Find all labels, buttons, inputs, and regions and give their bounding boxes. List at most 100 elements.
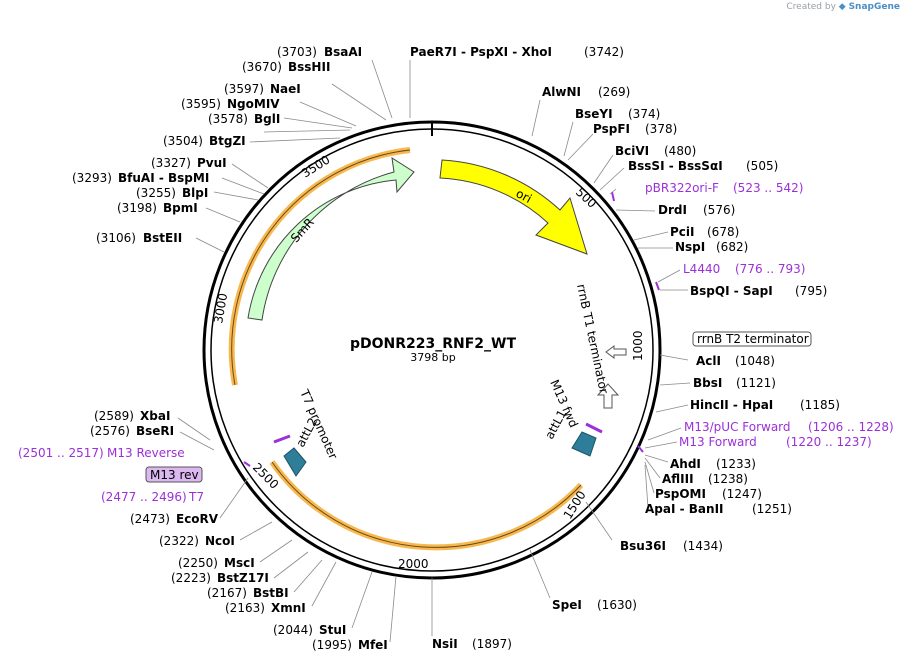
label-btgzi[interactable]: (3504)BtgZI bbox=[163, 134, 246, 148]
label-bstz17i[interactable]: (2223)BstZ17I bbox=[171, 571, 269, 585]
label-nspi[interactable]: NspI(682) bbox=[675, 240, 748, 254]
label-bsaai[interactable]: (3703)BsaAI bbox=[277, 45, 362, 59]
label-paer7i[interactable]: PaeR7I - PspXI - XhoI (3742) bbox=[410, 45, 624, 59]
rrnb-t2-arrow[interactable] bbox=[605, 345, 627, 359]
label-bpmi[interactable]: (3198)BpmI bbox=[117, 201, 198, 215]
label-bfuai[interactable]: (3293)BfuAI - BspMI bbox=[72, 171, 209, 185]
label-name: Bsu36I bbox=[620, 539, 666, 553]
leader-line bbox=[331, 83, 387, 121]
label-bseri[interactable]: (2576)BseRI bbox=[90, 424, 174, 438]
leader-line bbox=[657, 269, 681, 283]
leader-line bbox=[567, 133, 594, 161]
label-pvui[interactable]: (3327)PvuI bbox=[151, 156, 227, 170]
label-bsshii[interactable]: (3670)BssHII bbox=[242, 60, 330, 74]
enzyme-name: PaeR7I - PspXI - XhoI bbox=[410, 45, 552, 59]
label-pbr322ori[interactable]: pBR322ori-F(523 .. 542) bbox=[645, 181, 803, 195]
leader-lines bbox=[177, 59, 691, 643]
label-drdi[interactable]: DrdI(576) bbox=[658, 203, 735, 217]
label-msci[interactable]: (2250)MscI bbox=[178, 556, 255, 570]
label-position: (523 .. 542) bbox=[733, 181, 803, 195]
leader-line bbox=[179, 431, 215, 451]
label-pspomi[interactable]: PspOMI(1247) bbox=[655, 487, 762, 501]
label-blpi[interactable]: (3255)BlpI bbox=[136, 186, 208, 200]
rrnb-t2-box[interactable]: rrnB T2 terminator bbox=[692, 331, 812, 347]
label-bstbi[interactable]: (2167)BstBI bbox=[207, 586, 289, 600]
label-m13fwd[interactable]: M13 Forward(1220 .. 1237) bbox=[679, 435, 872, 449]
label-spei[interactable]: SpeI(1630) bbox=[552, 598, 637, 612]
label-pcii[interactable]: PciI(678) bbox=[670, 225, 739, 239]
label-stui[interactable]: (2044)StuI bbox=[273, 623, 346, 637]
label-xbai[interactable]: (2589)XbaI bbox=[94, 409, 170, 423]
label-bspqi[interactable]: BspQI - SapI(795) bbox=[690, 284, 827, 298]
leader-line bbox=[351, 571, 373, 629]
label-m13puc[interactable]: M13/pUC Forward(1206 .. 1228) bbox=[684, 420, 894, 434]
label-hincii[interactable]: HincII - HpaI(1185) bbox=[690, 398, 840, 412]
leader-line bbox=[644, 461, 655, 494]
label-name: SpeI bbox=[552, 598, 582, 612]
primer-marks bbox=[243, 191, 660, 467]
label-pspfi[interactable]: PspFI(378) bbox=[593, 122, 677, 136]
label-m13rev-box[interactable]: M13 rev bbox=[145, 466, 203, 483]
label-position: (2477 .. 2496) bbox=[101, 490, 187, 504]
label-l4440[interactable]: L4440(776 .. 793) bbox=[683, 262, 805, 276]
leader-line bbox=[531, 99, 541, 137]
label-bsu36i[interactable]: Bsu36I(1434) bbox=[620, 539, 723, 553]
leader-line bbox=[371, 59, 393, 119]
label-bsteii[interactable]: (3106)BstEII bbox=[96, 231, 182, 245]
label-bbsi[interactable]: BbsI(1121) bbox=[693, 376, 776, 390]
plasmid-name: pDONR223_RNF2_WT bbox=[350, 336, 517, 352]
plasmid-size: 3798 bp bbox=[410, 351, 455, 364]
label-bsssi[interactable]: BssSI - BssSαI(505) bbox=[628, 159, 778, 173]
label-naei[interactable]: (3597)NaeI bbox=[224, 82, 301, 96]
label-ecorv[interactable]: (2473)EcoRV bbox=[130, 512, 219, 526]
m13-fwd-arrow[interactable] bbox=[596, 383, 620, 409]
label-bgli[interactable]: (3578)BglI bbox=[208, 112, 280, 126]
label-name: ApaI - BanII bbox=[645, 502, 724, 516]
label-position: (1121) bbox=[736, 376, 776, 390]
label-ahdi[interactable]: AhdI(1233) bbox=[670, 457, 756, 471]
label-ncoi[interactable]: (2322)NcoI bbox=[159, 534, 235, 548]
label-t7[interactable]: (2477 .. 2496)T7 bbox=[101, 490, 204, 504]
label-name: AflIII bbox=[662, 472, 694, 486]
left-labels: (3703)BsaAI (3670)BssHII (3597)NaeI (359… bbox=[18, 45, 388, 652]
label-name: BsaAI bbox=[324, 45, 362, 59]
label-name: MfeI bbox=[358, 638, 388, 652]
label-position: (3106) bbox=[96, 231, 136, 245]
label-name: BseYI bbox=[575, 107, 613, 121]
leader-line bbox=[585, 501, 613, 541]
label-bcivi[interactable]: BciVI(480) bbox=[615, 144, 696, 158]
label-position: (1995) bbox=[312, 638, 352, 652]
label-mfei[interactable]: (1995) MfeI bbox=[312, 638, 388, 652]
leader-line bbox=[644, 457, 661, 479]
leader-line bbox=[259, 539, 293, 563]
leader-line bbox=[273, 551, 309, 579]
primer-mark-pbr322 bbox=[611, 191, 615, 202]
label-position: (505) bbox=[746, 159, 778, 173]
leader-line bbox=[529, 549, 551, 599]
label-xmni[interactable]: (2163)XmnI bbox=[225, 601, 306, 615]
smr-feature-arrow[interactable] bbox=[247, 156, 415, 321]
label-position: (1251) bbox=[752, 502, 792, 516]
attl2-arrow[interactable] bbox=[283, 447, 307, 477]
label-nsii[interactable]: NsiI(1897) bbox=[432, 637, 512, 651]
label-acli[interactable]: AclI(1048) bbox=[696, 354, 775, 368]
label-position: (1185) bbox=[800, 398, 840, 412]
leader-line bbox=[219, 477, 249, 519]
attl1-arrow[interactable] bbox=[571, 431, 597, 457]
primer-mark-t7 bbox=[243, 461, 251, 467]
label-apai[interactable]: ApaI - BanII (1251) bbox=[645, 502, 792, 516]
label-name: BglI bbox=[254, 112, 280, 126]
label-alwni[interactable]: AlwNI(269) bbox=[542, 85, 630, 99]
label-position: (2473) bbox=[130, 512, 170, 526]
label-bseyi[interactable]: BseYI(374) bbox=[575, 107, 660, 121]
tick-1000: 1000 bbox=[631, 330, 645, 361]
label-afliii[interactable]: AflIII(1238) bbox=[662, 472, 748, 486]
label-name: M13 Reverse bbox=[107, 446, 185, 460]
label-ngomiv[interactable]: (3595)NgoMIV bbox=[181, 97, 280, 111]
label-position: (3504) bbox=[163, 134, 203, 148]
orf-arc-upper-edge bbox=[231, 149, 411, 386]
label-name: AhdI bbox=[670, 457, 701, 471]
ori-feature-arrow[interactable] bbox=[439, 159, 588, 255]
label-m13reverse[interactable]: (2501 .. 2517)M13 Reverse bbox=[18, 446, 185, 460]
primer-mark-l4440 bbox=[655, 281, 660, 291]
